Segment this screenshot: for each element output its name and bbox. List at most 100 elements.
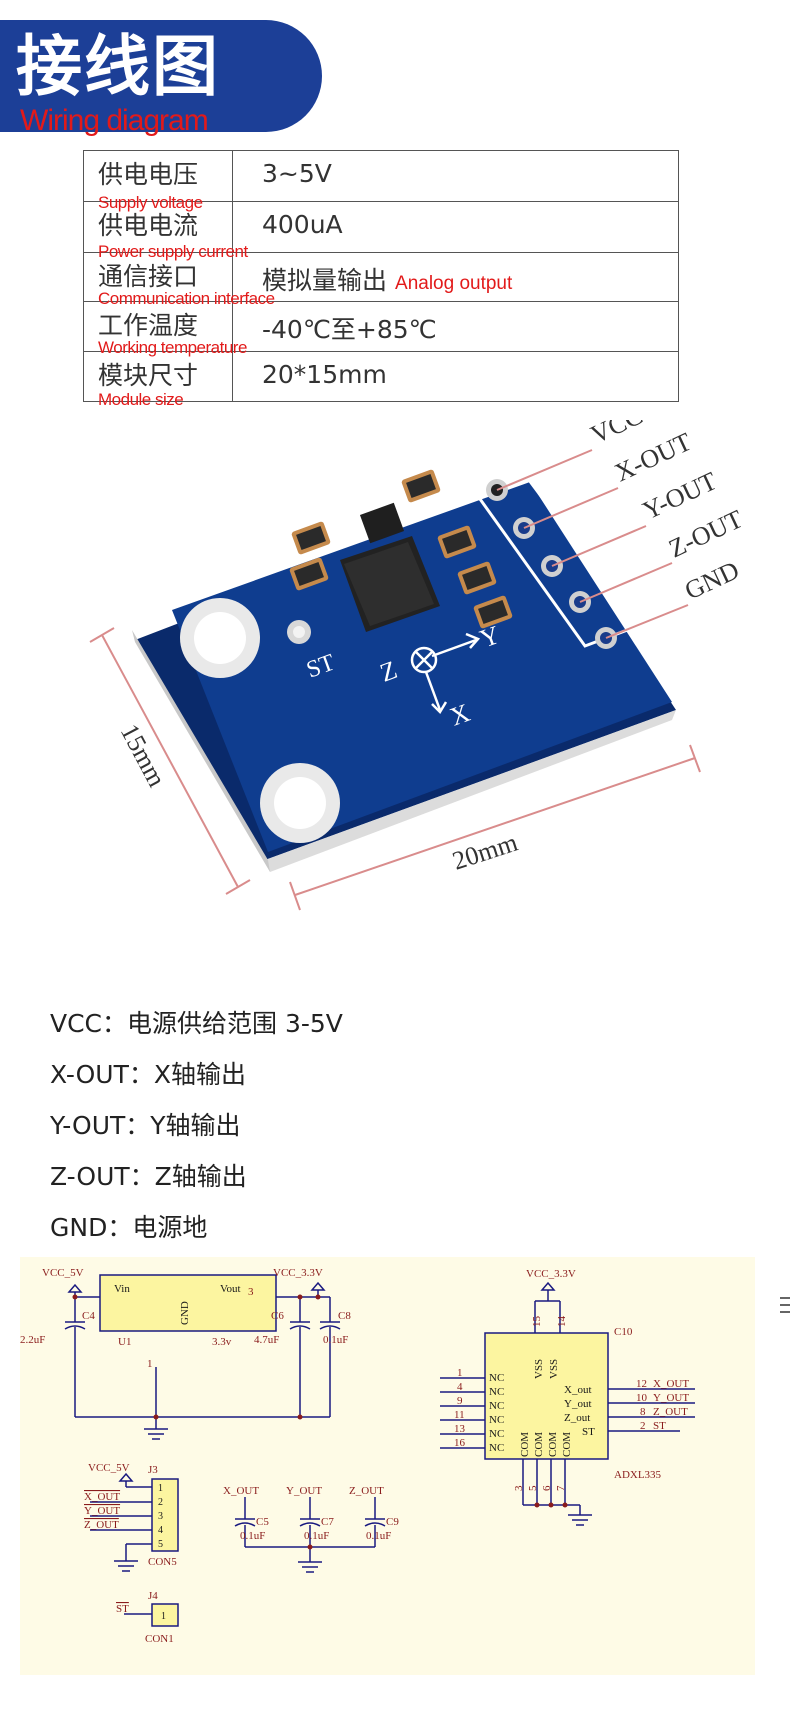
pin-number: 16 xyxy=(454,1437,466,1449)
pin-number: 8 xyxy=(640,1406,646,1418)
pin-number: 3 xyxy=(248,1286,254,1298)
dimension-width-label: 20mm xyxy=(449,828,521,876)
cap-ref: C6 xyxy=(271,1310,284,1322)
spec-label: 供电电流 xyxy=(98,211,199,240)
spec-label-en: Module size xyxy=(98,390,184,409)
net-label: X_OUT xyxy=(84,1491,120,1503)
pin-labels: VCC X-OUT Y-OUT Z-OUT GND xyxy=(586,420,747,605)
pin-name: NC xyxy=(489,1442,504,1454)
spec-label: 通信接口 xyxy=(98,262,199,291)
accelerometer-chip xyxy=(340,536,440,632)
pin-description-list: VCC：电源供给范围 3-5V X-OUT：X轴输出 Y-OUT：Y轴输出 Z-… xyxy=(50,998,343,1253)
module-board-diagram: VCC X-OUT Y-OUT Z-OUT GND ST Y xyxy=(89,420,747,911)
component-ref: J4 xyxy=(148,1590,158,1602)
spec-label: 工作温度 xyxy=(98,311,199,340)
net-label: VCC_5V xyxy=(88,1462,130,1474)
pin-number: 1 xyxy=(158,1483,163,1494)
spec-label-en: Supply voltage xyxy=(98,193,203,212)
pin-number: 12 xyxy=(636,1378,647,1390)
cap-ref: C9 xyxy=(386,1516,399,1528)
component-ref: C10 xyxy=(614,1326,633,1338)
net-label: Z_OUT xyxy=(653,1406,688,1418)
connector-name: CON5 xyxy=(148,1556,177,1568)
component-ref: J3 xyxy=(148,1464,158,1476)
regulator-u1 xyxy=(99,1274,277,1332)
net-label: Z_OUT xyxy=(84,1519,119,1531)
spec-label-en: Power supply current xyxy=(98,242,248,261)
pin-number: 14 xyxy=(556,1316,568,1328)
net-label: VCC_3.3V xyxy=(273,1267,323,1279)
spec-value: 模拟量输出 xyxy=(262,266,388,295)
net-label: ST xyxy=(653,1420,666,1432)
net-label: Y_OUT xyxy=(286,1485,322,1497)
net-label: X_OUT xyxy=(223,1485,259,1497)
pin-number: 7 xyxy=(555,1485,567,1491)
adxl335-chip xyxy=(484,1332,609,1460)
page-subtitle: Wiring diagram xyxy=(20,104,209,137)
pin-name: COM xyxy=(519,1432,531,1457)
pin-name: X_out xyxy=(564,1384,592,1396)
pin-name: NC xyxy=(489,1400,504,1412)
net-label: Y_OUT xyxy=(653,1392,689,1404)
component-ref: U1 xyxy=(118,1336,131,1348)
component-value: 3.3v xyxy=(212,1336,232,1348)
axis-indicator xyxy=(410,632,481,715)
net-label: VCC_3.3V xyxy=(526,1268,576,1280)
table-row: 供电电压 Supply voltage 3~5V xyxy=(84,151,678,212)
pin-number: 6 xyxy=(541,1485,553,1491)
cap-ref: C5 xyxy=(256,1516,269,1528)
pin-number: 5 xyxy=(158,1539,163,1550)
cap-value: 0.1uF xyxy=(304,1530,329,1542)
pin-name: ST xyxy=(582,1426,595,1438)
spec-value: 20*15mm xyxy=(262,360,387,389)
pin-name: VSS xyxy=(548,1359,560,1379)
smd-components xyxy=(289,469,513,629)
pin-name: GND xyxy=(179,1301,191,1325)
spec-value: 400uA xyxy=(262,210,343,239)
pin-number: 1 xyxy=(457,1367,463,1379)
list-item: Z-OUT：Z轴输出 xyxy=(50,1162,247,1191)
pin-number: 1 xyxy=(161,1611,166,1622)
spec-value-en: Analog output xyxy=(395,273,513,294)
cap-value: 2.2uF xyxy=(20,1334,45,1346)
net-label: X_OUT xyxy=(653,1378,689,1390)
cap-ref: C7 xyxy=(321,1516,334,1528)
pin-name: Y_out xyxy=(564,1398,592,1410)
pin-name: NC xyxy=(489,1372,504,1384)
spec-value: 3~5V xyxy=(262,159,332,188)
table-row: 通信接口 Communication interface 模拟量输出 Analog… xyxy=(84,253,678,308)
pin-name: Vout xyxy=(220,1283,241,1295)
cap-value: 0.1uF xyxy=(323,1334,348,1346)
st-pad-inner xyxy=(293,626,305,638)
mount-hole-inner xyxy=(194,612,246,664)
dimension-height-label: 15mm xyxy=(115,719,172,791)
part-number: ADXL335 xyxy=(614,1469,662,1481)
pin-number: 1 xyxy=(147,1358,153,1370)
net-label: Z_OUT xyxy=(349,1485,384,1497)
spec-label-en: Working temperature xyxy=(98,338,247,357)
pin-name: COM xyxy=(561,1432,573,1457)
list-item: Y-OUT：Y轴输出 xyxy=(50,1111,241,1140)
mount-hole-inner xyxy=(274,777,326,829)
connector-j3 xyxy=(151,1478,179,1552)
pin-name: NC xyxy=(489,1428,504,1440)
spec-value: -40℃至+85℃ xyxy=(262,315,437,344)
pin-name: COM xyxy=(533,1432,545,1457)
cap-value: 4.7uF xyxy=(254,1334,279,1346)
edge-mark-icon xyxy=(780,1297,790,1313)
pin-name: VSS xyxy=(533,1359,545,1379)
dimension-lines xyxy=(89,627,701,911)
spec-label: 模块尺寸 xyxy=(98,361,199,390)
table-row: 工作温度 Working temperature -40℃至+85℃ xyxy=(84,302,678,357)
spec-value-row: 模拟量输出 Analog output xyxy=(262,261,512,297)
pin-number: 2 xyxy=(640,1420,646,1432)
pin-number: 4 xyxy=(457,1381,463,1393)
pin-number: 3 xyxy=(513,1485,525,1491)
spec-table: 供电电压 Supply voltage 3~5V 供电电流 Power supp… xyxy=(83,150,679,409)
table-row: 供电电流 Power supply current 400uA xyxy=(84,202,678,261)
spec-label-en: Communication interface xyxy=(98,289,275,308)
table-divider xyxy=(232,151,233,401)
connector-name: CON1 xyxy=(145,1633,174,1645)
spec-label: 供电电压 xyxy=(98,160,199,189)
cap-ref: C4 xyxy=(82,1310,95,1322)
